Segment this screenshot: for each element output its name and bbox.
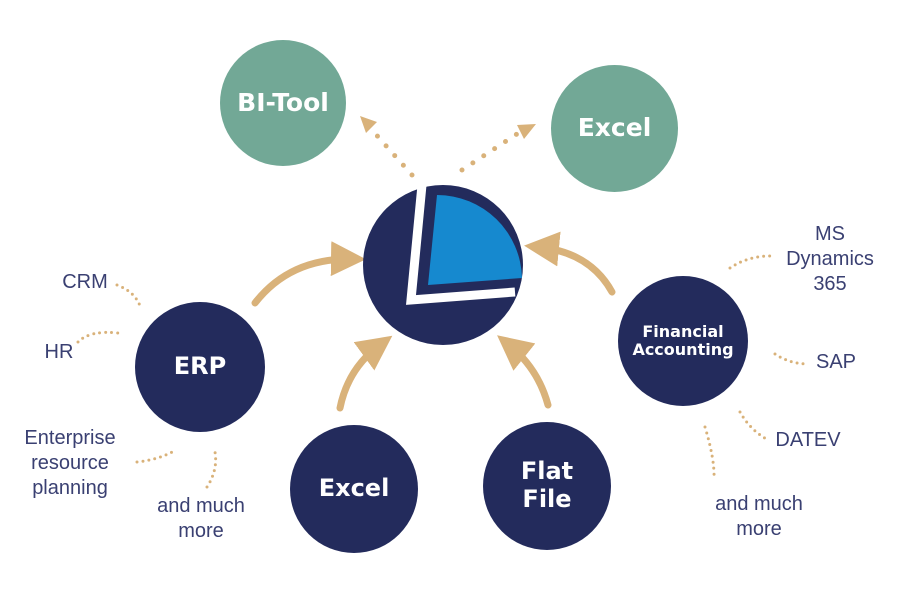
excel-output-node: Excel	[551, 65, 678, 192]
financial-accounting-label-line1: Financial	[642, 321, 724, 341]
dots-fa-more	[703, 425, 716, 482]
financial-accounting-label-line2: Accounting	[632, 340, 734, 359]
arrowhead-excel	[517, 124, 536, 139]
logo-icon	[363, 184, 523, 345]
erp-label: ERP	[173, 352, 227, 381]
erp-node: ERP	[135, 302, 265, 432]
label-ms-dynamics-365: MS Dynamics 365	[786, 223, 874, 295]
dots-datev	[738, 410, 770, 442]
label-enterprise-resource-planning: Enterprise resource planning	[24, 427, 116, 499]
dots-erp-more	[205, 450, 218, 489]
arrow-accounting-to-center	[524, 231, 616, 296]
arrow-excel-to-center	[336, 335, 393, 412]
dots-hr	[76, 330, 120, 344]
dotted-arrow-to-excel	[459, 129, 523, 173]
dotted-arrow-to-bi-tool	[369, 127, 415, 178]
bi-tool-label: BI-Tool	[237, 87, 329, 117]
excel-input-label: Excel	[318, 474, 390, 503]
flat-file-label-line1: Flat	[520, 457, 574, 486]
arrowhead-bi-tool	[360, 116, 377, 133]
financial-accounting-node: Financial Accounting	[618, 276, 748, 406]
arrow-flatfile-to-center	[497, 335, 552, 409]
bi-tool-node: BI-Tool	[220, 40, 346, 166]
label-hr: HR	[44, 341, 74, 363]
flat-file-label-line2: File	[522, 485, 572, 513]
dots-enterprise	[135, 448, 178, 464]
label-crm: CRM	[62, 271, 108, 293]
excel-output-label: Excel	[577, 113, 652, 143]
excel-input-node: Excel	[290, 425, 418, 553]
label-sap: SAP	[815, 351, 857, 373]
dots-crm	[115, 283, 142, 308]
arrow-erp-to-center	[251, 241, 366, 307]
dots-sap	[773, 352, 810, 366]
label-datev: DATEV	[775, 429, 841, 451]
label-erp-and-much-more: and much more	[157, 495, 245, 542]
label-fa-and-much-more: and much more	[715, 493, 803, 540]
dots-ms-dynamics	[728, 254, 772, 270]
flat-file-node: Flat File	[483, 422, 611, 550]
